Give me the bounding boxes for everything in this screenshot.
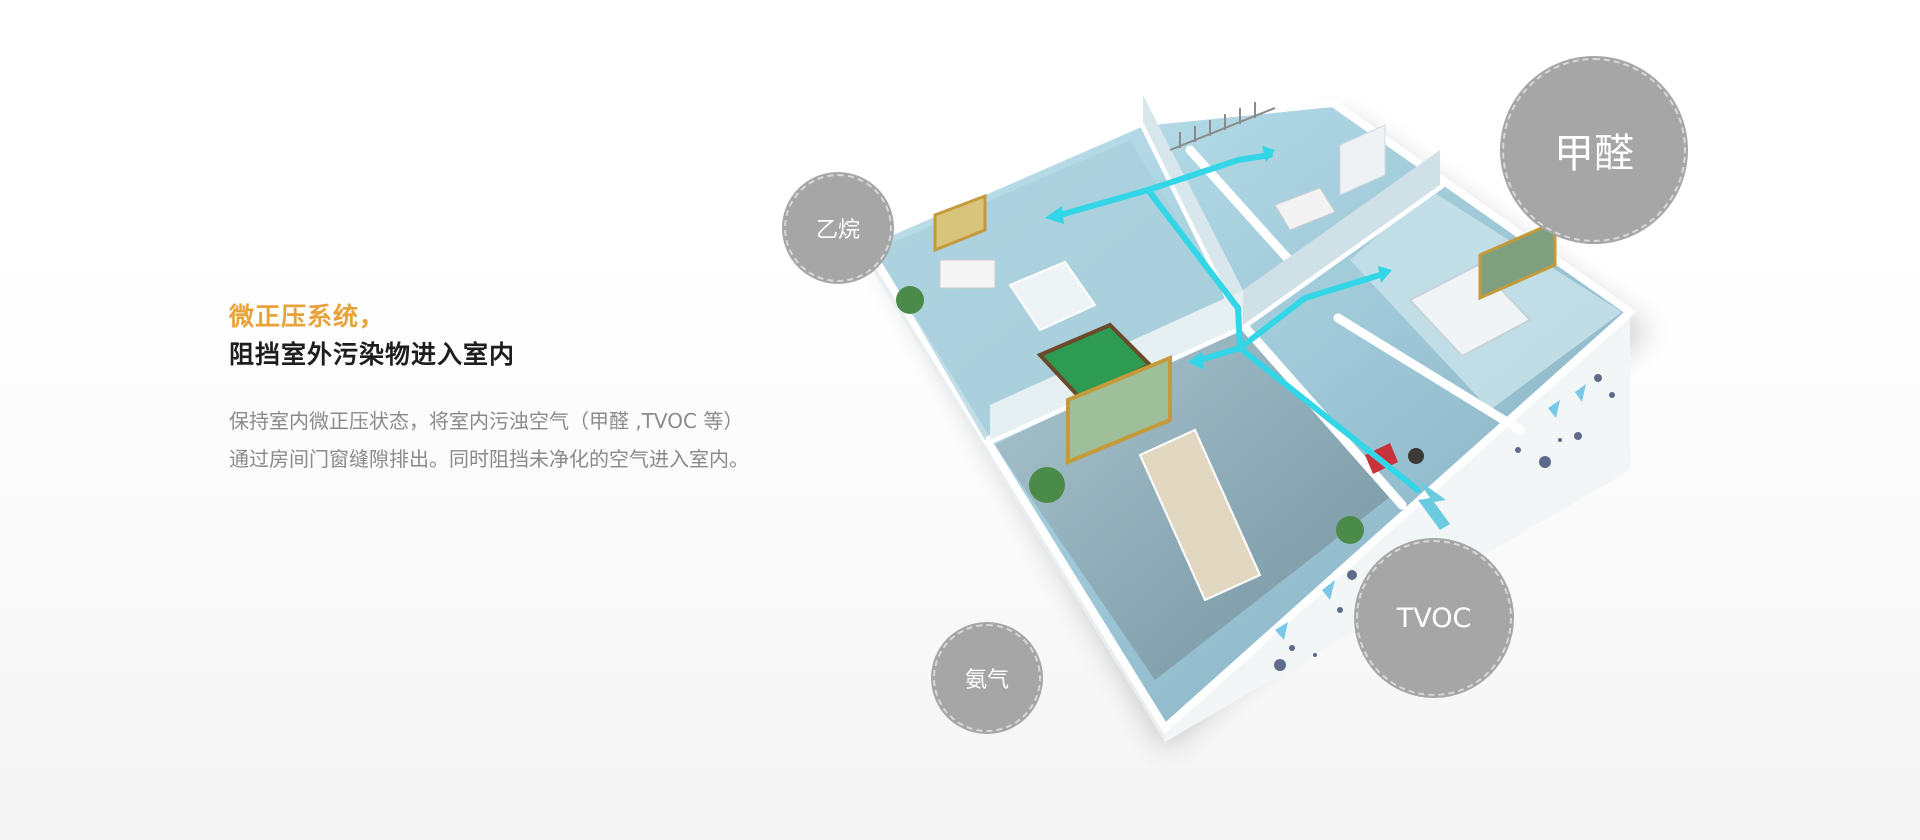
plant [1336,516,1364,544]
description-line-1: 保持室内微正压状态，将室内污浊空气（甲醛 ,TVOC 等） [229,409,744,433]
pollutant-bubble-ammonia: 氨气 [933,624,1041,732]
feature-heading-accent: 微正压系统， [229,302,386,331]
office-desk [1138,428,1262,602]
pollutant-label-tvoc: TVOC [1396,602,1472,634]
living-painting [933,193,987,253]
bedroom-painting [1478,219,1557,301]
dining-table [1274,187,1336,231]
fan-icon [1408,448,1424,464]
wall-face-3 [1243,150,1440,325]
plant [896,286,924,314]
airflow-ducts [1057,152,1421,493]
pollutant-label-ethane: 乙烷 [815,218,860,243]
pollutant-bubble-tvoc: TVOC [1356,540,1512,696]
office-painting [1066,355,1172,465]
sofa [1008,260,1097,332]
pollutant-label-ammonia: 氨气 [964,668,1009,693]
balcony-rail [1169,102,1276,151]
pollutant-bubble-ethane: 乙烷 [784,174,892,282]
wall-face-1 [1143,95,1243,325]
feature-description: 保持室内微正压状态，将室内污浊空气（甲醛 ,TVOC 等） 通过房间门窗缝隙排出… [229,402,829,478]
exhaust-arrows [1275,384,1586,640]
intake-arrow-icon [1418,480,1450,530]
pollutant-label-formaldehyde: 甲醛 [1554,131,1634,177]
pollutant-bubble-formaldehyde: 甲醛 [1502,58,1686,242]
airflow-arrows [1045,146,1392,370]
feature-heading-main: 阻挡室外污染物进入室内 [229,340,516,369]
feature-copy: 微正压系统， 阻挡室外污染物进入室内 保持室内微正压状态，将室内污浊空气（甲醛 … [229,298,829,478]
shelf [1339,124,1386,196]
bed [1408,263,1532,358]
plant [1029,467,1065,503]
description-line-2: 通过房间门窗缝隙排出。同时阻挡未净化的空气进入室内。 [229,447,749,471]
exhaust-particles [1274,374,1615,671]
fireplace [939,259,996,289]
